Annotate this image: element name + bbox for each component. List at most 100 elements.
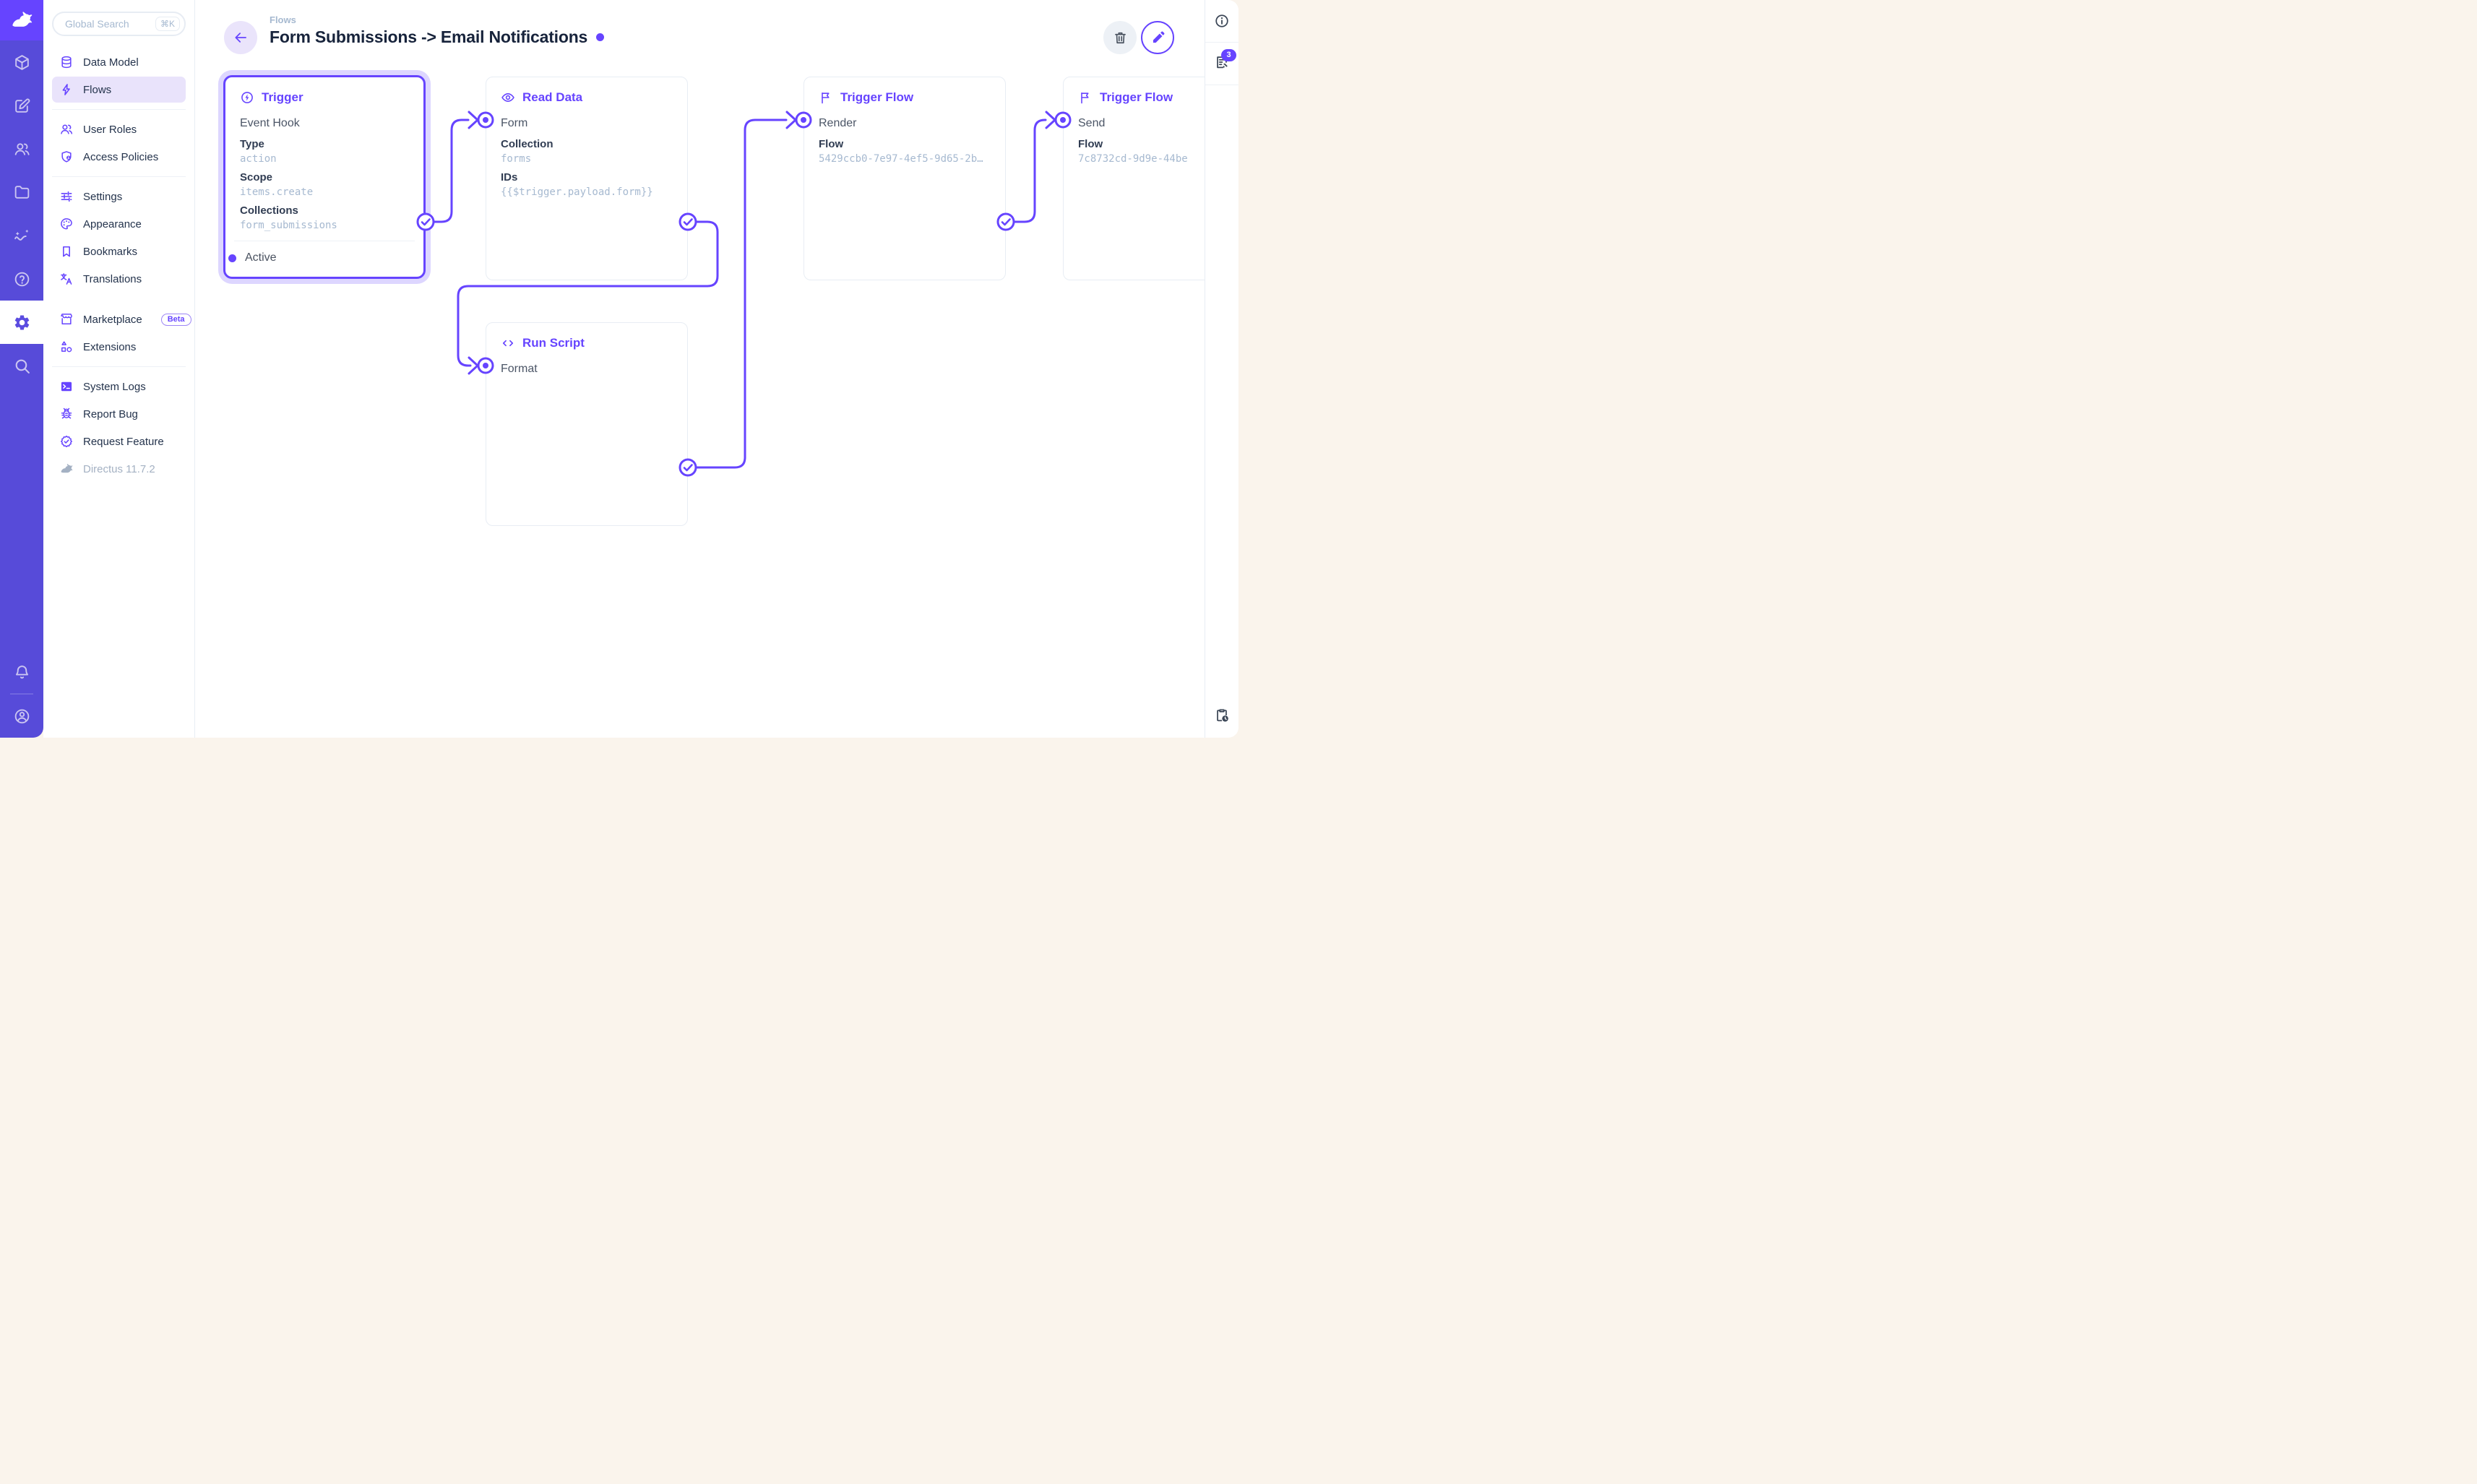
sidebar-item-data-model[interactable]: Data Model <box>52 49 186 75</box>
users-icon <box>13 140 31 158</box>
node-name: Format <box>501 363 538 375</box>
module-bar <box>0 0 43 738</box>
info-icon <box>1214 13 1230 29</box>
edit-square-icon <box>13 97 31 115</box>
account-button[interactable] <box>0 694 43 738</box>
flag-icon <box>1078 90 1093 105</box>
sidebar-item-label: Access Policies <box>83 150 159 163</box>
storefront-icon <box>59 312 74 327</box>
module-content[interactable] <box>0 40 43 84</box>
app-window: ⌘K Data Model Flows User Roles Access Po… <box>0 0 1238 738</box>
module-search[interactable] <box>0 344 43 387</box>
active-status-dot <box>228 254 236 262</box>
terminal-icon <box>59 379 74 394</box>
connection-arrow-icon <box>468 356 479 375</box>
breadcrumb[interactable]: Flows <box>270 14 296 25</box>
sidebar-item-settings[interactable]: Settings <box>52 184 186 210</box>
notices-panel-button[interactable]: 3 <box>1205 43 1238 85</box>
field-label: Flow <box>1078 138 1103 150</box>
rabbit-icon <box>9 8 34 33</box>
notifications-button[interactable] <box>0 650 43 694</box>
node-header: Trigger <box>240 89 409 106</box>
code-icon <box>501 336 515 350</box>
global-search[interactable]: ⌘K <box>52 12 186 36</box>
trigger-status: Active <box>225 241 423 277</box>
node-card-trigger-flow-render[interactable]: Trigger Flow Render Flow 5429ccb0-7e97-4… <box>804 77 1006 280</box>
trash-icon <box>1113 30 1128 46</box>
connection-script-to-triggerflow1 <box>686 118 788 469</box>
field-value: items.create <box>240 186 314 198</box>
flag-icon <box>819 90 833 105</box>
sidebar-item-translations[interactable]: Translations <box>52 266 186 292</box>
node-card-read-data[interactable]: Read Data Form Collection forms IDs {{$t… <box>486 77 688 280</box>
search-input[interactable] <box>64 17 155 30</box>
node-card-run-script[interactable]: Run Script Format <box>486 322 688 526</box>
sidebar-item-label: Marketplace <box>83 313 142 326</box>
node-header: Trigger Flow <box>819 89 991 106</box>
node-card-trigger-flow-send[interactable]: Trigger Flow Send Flow 7c8732cd-9d9e-44b… <box>1063 77 1205 280</box>
node-name: Form <box>501 117 528 129</box>
sidebar-item-label: Flows <box>83 83 112 96</box>
title-block: Flows Form Submissions -> Email Notifica… <box>270 14 605 47</box>
field-value: 5429ccb0-7e97-4ef5-9d65-2b… <box>819 153 983 165</box>
sidebar-item-marketplace[interactable]: Marketplace Beta <box>52 306 191 332</box>
sidebar-item-extensions[interactable]: Extensions <box>52 334 186 360</box>
field-label: Scope <box>240 171 273 184</box>
module-users[interactable] <box>0 127 43 171</box>
status-label: Active <box>245 251 277 264</box>
sidebar-item-label: Request Feature <box>83 435 164 448</box>
tune-icon <box>59 189 74 204</box>
activity-log-button[interactable] <box>1205 693 1238 738</box>
field-label: Collection <box>501 138 553 150</box>
field-label: Collections <box>240 204 298 217</box>
sidebar-item-user-roles[interactable]: User Roles <box>52 116 186 142</box>
clipboard-clock-icon <box>1214 707 1230 723</box>
database-icon <box>59 55 74 69</box>
node-card-trigger[interactable]: Trigger Event Hook Type action Scope ite… <box>223 75 426 279</box>
shield-user-icon <box>59 150 74 164</box>
back-button[interactable] <box>224 21 257 54</box>
sidebar-item-label: Report Bug <box>83 407 138 420</box>
sidebar-item-bookmarks[interactable]: Bookmarks <box>52 238 186 264</box>
sidebar-item-label: Data Model <box>83 56 139 69</box>
sidebar-item-system-logs[interactable]: System Logs <box>52 374 186 400</box>
field-value: form_submissions <box>240 220 337 231</box>
flow-status-dot <box>596 33 605 41</box>
page-title: Form Submissions -> Email Notifications <box>270 27 588 46</box>
module-files[interactable] <box>0 171 43 214</box>
bolt-icon <box>59 82 74 97</box>
field-label: IDs <box>501 171 518 184</box>
module-help[interactable] <box>0 257 43 301</box>
sidebar-item-flows[interactable]: Flows <box>52 77 186 103</box>
nav-divider <box>52 366 186 367</box>
flow-canvas[interactable]: Trigger Event Hook Type action Scope ite… <box>195 69 1205 738</box>
node-type-label: Read Data <box>522 90 583 104</box>
folder-icon <box>13 184 31 202</box>
node-type-label: Trigger Flow <box>1100 90 1173 104</box>
gear-icon <box>13 314 31 332</box>
module-insights[interactable] <box>0 214 43 257</box>
node-name: Send <box>1078 117 1106 129</box>
connection-triggerflow1-to-triggerflow2 <box>1004 118 1047 223</box>
field-label: Flow <box>819 138 844 150</box>
nav-gap <box>43 293 194 305</box>
sidebar-item-appearance[interactable]: Appearance <box>52 211 186 237</box>
delete-flow-button[interactable] <box>1103 21 1137 54</box>
bookmark-icon <box>59 244 74 259</box>
sidebar-item-request-feature[interactable]: Request Feature <box>52 428 186 454</box>
node-name: Render <box>819 117 857 129</box>
field-label: Type <box>240 138 264 150</box>
info-panel-button[interactable] <box>1205 0 1238 43</box>
sidebar-item-label: Appearance <box>83 217 142 230</box>
sidebar-item-access-policies[interactable]: Access Policies <box>52 144 186 170</box>
module-editor[interactable] <box>0 84 43 127</box>
directus-logo-button[interactable] <box>0 0 43 40</box>
sidebar-item-report-bug[interactable]: Report Bug <box>52 401 186 427</box>
node-type-label: Trigger Flow <box>840 90 914 104</box>
edit-flow-button[interactable] <box>1141 21 1174 54</box>
main-content: Flows Form Submissions -> Email Notifica… <box>195 0 1205 738</box>
nav-divider <box>52 176 186 177</box>
sidebar-item-label: Bookmarks <box>83 245 138 258</box>
module-settings[interactable] <box>0 301 43 344</box>
notices-count-badge: 3 <box>1221 48 1236 61</box>
